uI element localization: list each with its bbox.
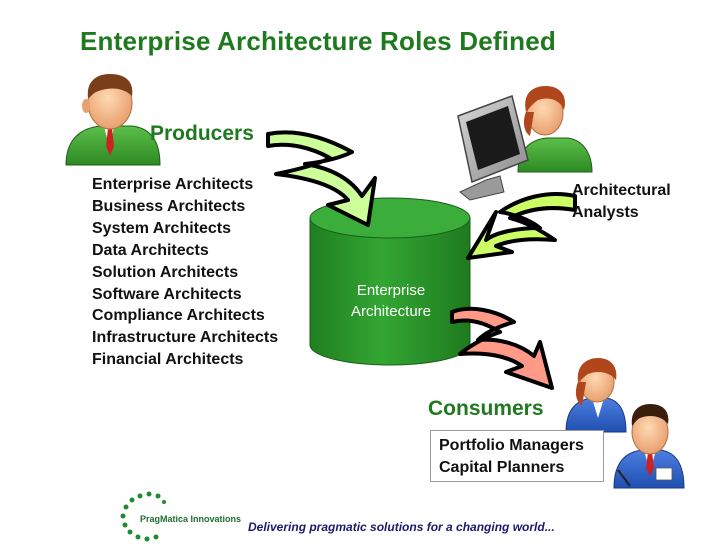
analyst-person-icon <box>517 86 593 173</box>
consumer-person-icon <box>613 404 685 489</box>
repository-label-line: Architecture <box>350 303 432 320</box>
producer-person-icon <box>65 74 161 166</box>
consumer-roles-box: Portfolio Managers Capital Planners <box>430 430 604 482</box>
analysts-label-line: Analysts <box>572 203 639 221</box>
list-item: Financial Architects <box>92 351 244 369</box>
repository-label-line: Enterprise <box>356 282 426 299</box>
list-item: Capital Planners <box>439 458 565 476</box>
analysts-label-line: Architectural <box>572 182 671 199</box>
producer-arrow <box>266 130 377 227</box>
logo-text: PragMatica Innovations <box>140 514 242 524</box>
list-item: Infrastructure Architects <box>92 329 279 347</box>
analysts-label: Architectural Analysts <box>572 180 671 223</box>
producer-roles-list: Enterprise Architects Business Architect… <box>92 174 278 371</box>
analyst-arrow <box>466 192 577 260</box>
list-item: Portfolio Managers <box>439 437 584 454</box>
pragmatica-logo-icon <box>120 491 166 542</box>
list-item: System Architects <box>92 219 232 237</box>
computer-monitor-icon <box>457 95 529 201</box>
consumer-person-icon <box>565 358 627 433</box>
list-item: Software Architects <box>92 285 242 303</box>
list-item: Solution Architects <box>92 263 239 281</box>
list-item: Business Architects <box>92 197 246 215</box>
producers-heading: Producers <box>150 122 254 145</box>
list-item: Enterprise Architects <box>92 176 254 193</box>
footer-tagline: Delivering pragmatic solutions for a cha… <box>248 520 555 534</box>
consumer-arrow <box>450 306 554 390</box>
list-item: Compliance Architects <box>92 307 265 325</box>
list-item: Data Architects <box>92 241 209 259</box>
repository-label: Enterprise Architecture <box>318 280 464 322</box>
consumer-roles-list: Portfolio Managers Capital Planners <box>439 435 603 478</box>
consumers-heading: Consumers <box>428 397 544 420</box>
page-title: Enterprise Architecture Roles Defined <box>80 26 557 56</box>
